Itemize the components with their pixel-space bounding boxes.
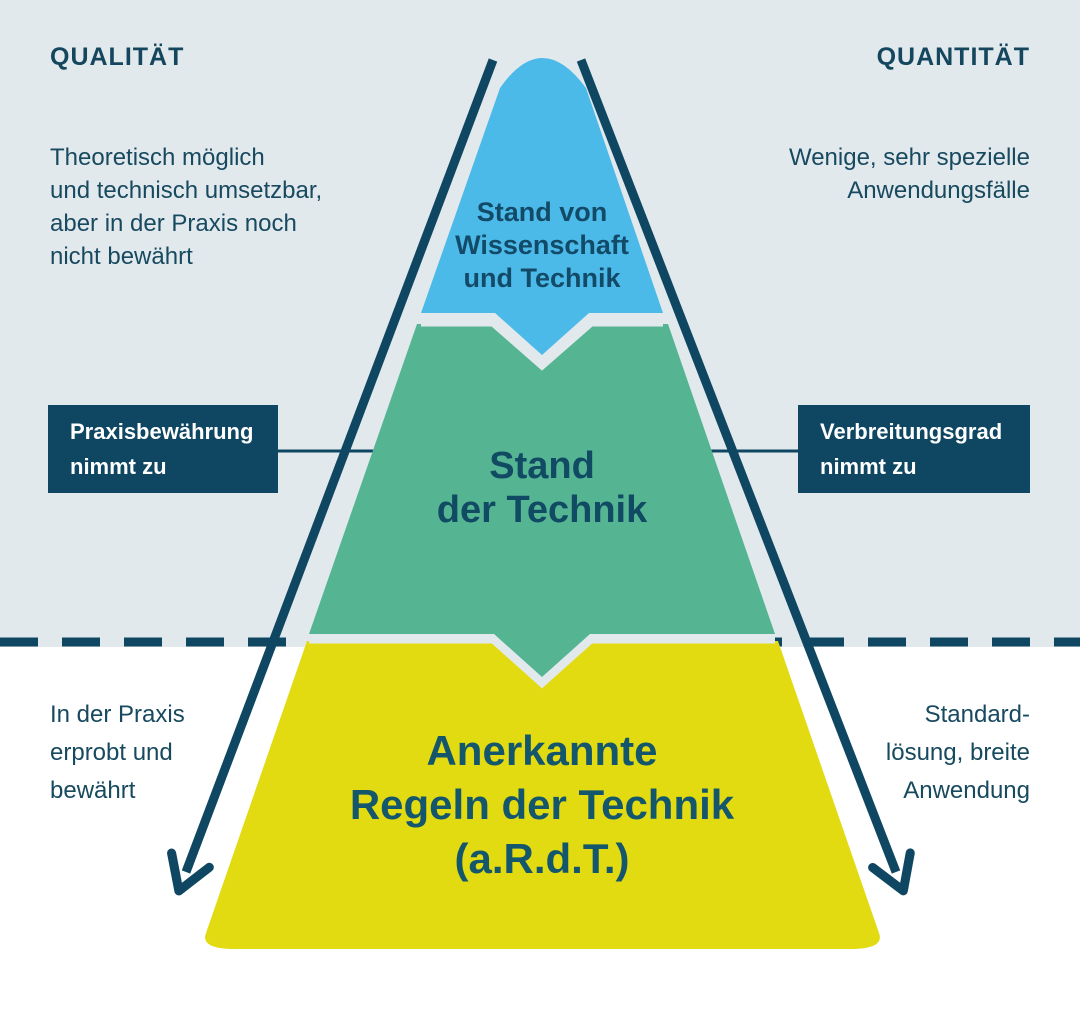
- right-axis-arrow: [576, 58, 915, 896]
- quantity-heading: QUANTITÄT: [876, 43, 1030, 71]
- quality-heading: QUALITÄT: [50, 43, 185, 71]
- verbreitungsgrad-callout-label: Verbreitungsgrad nimmt zu: [820, 419, 1003, 479]
- verbreitungsgrad-callout: Verbreitungsgrad nimmt zu: [798, 405, 1030, 493]
- praxisbewaehrung-callout: Praxisbewährung nimmt zu: [48, 405, 278, 493]
- segment-gap-lower: [309, 632, 775, 689]
- pyramid-top-label: Stand von Wissenschaft und Technik: [455, 197, 629, 293]
- quantity-upper-description: Wenige, sehr spezielle Anwendungsfälle: [788, 144, 1030, 204]
- pyramid-top-segment: [421, 58, 663, 355]
- quantity-lower-description: Standard- lösung, breite Anwendung: [885, 701, 1030, 804]
- quality-lower-description: In der Praxis erprobt und bewährt: [50, 701, 185, 804]
- pyramid-bottom-label: Anerkannte Regeln der Technik (a.R.d.T.): [349, 727, 735, 882]
- left-axis-arrow: [167, 58, 498, 896]
- pyramid-bottom-segment: [205, 641, 880, 949]
- segment-gap-upper: [421, 313, 663, 371]
- quality-upper-description: Theoretisch möglich und technisch umsetz…: [50, 144, 323, 270]
- pyramid-middle-segment: [309, 324, 775, 677]
- pyramid-middle-label: Stand der Technik: [436, 445, 648, 531]
- praxisbewaehrung-callout-label: Praxisbewährung nimmt zu: [70, 419, 254, 479]
